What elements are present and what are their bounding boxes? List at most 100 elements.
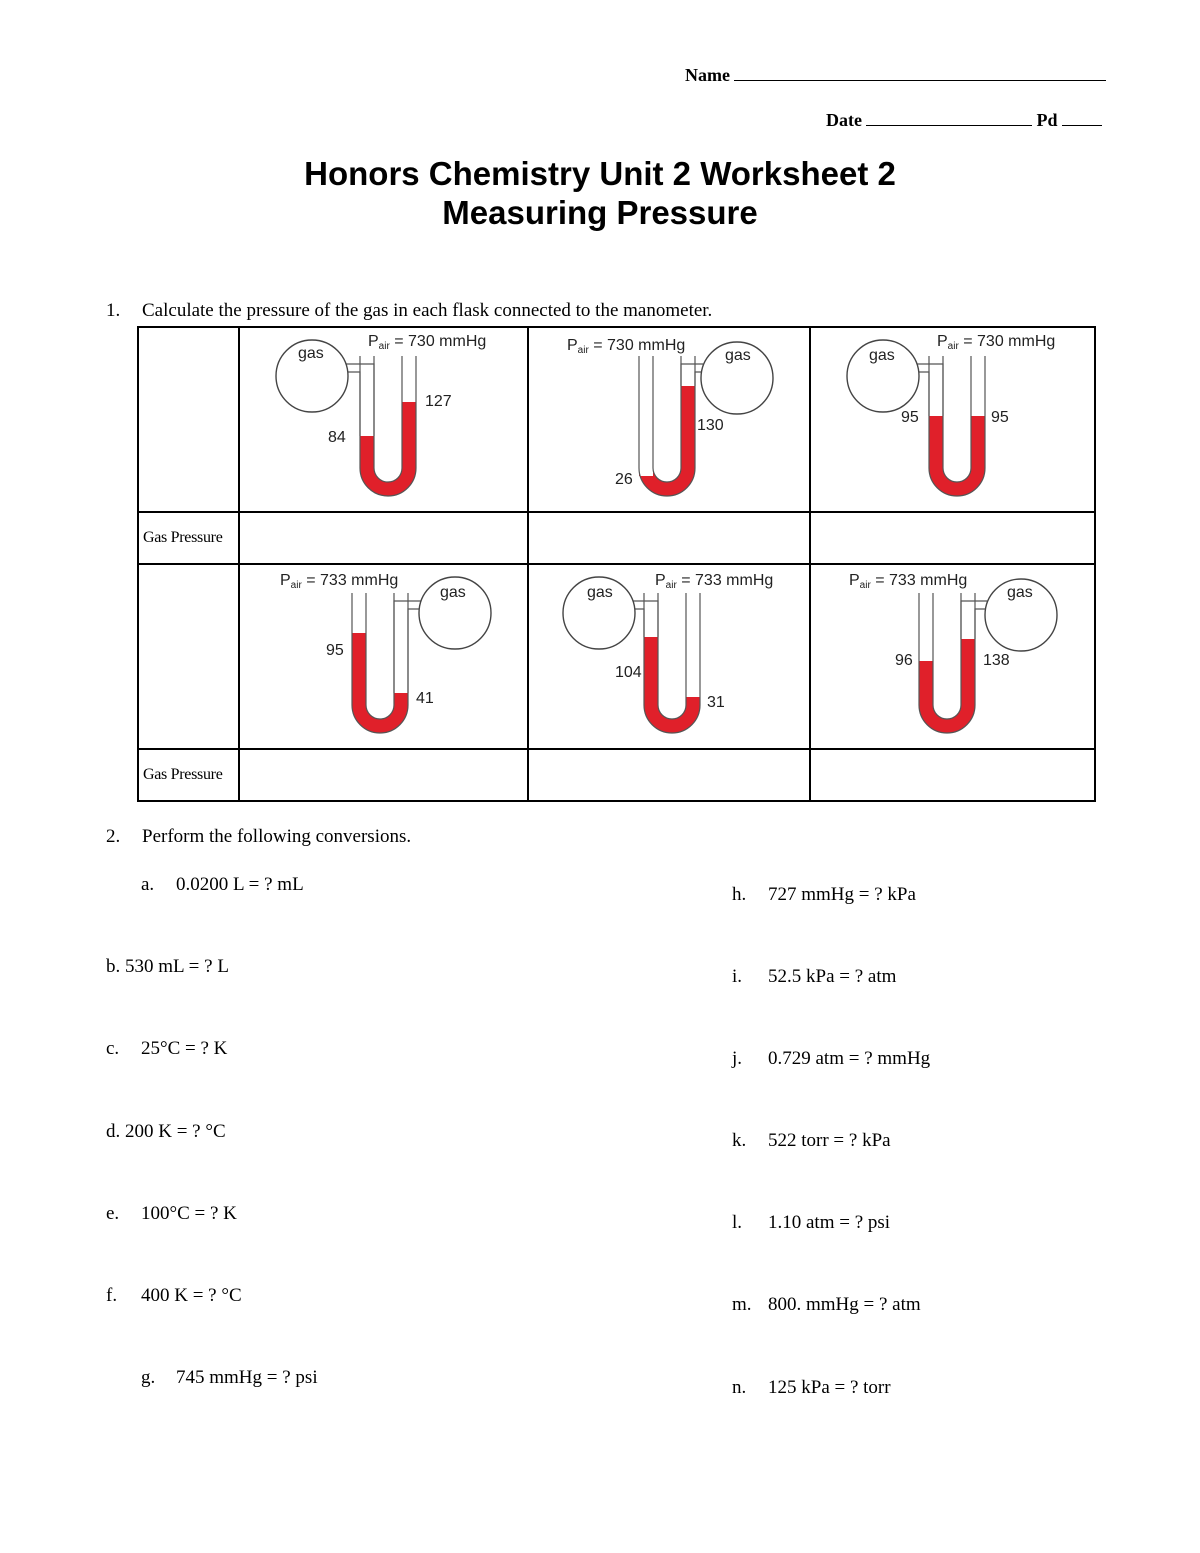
manometer-cell-3: gas Pair = 730 mmHg 95 95 xyxy=(809,326,1096,513)
gas-flask xyxy=(984,578,1058,652)
gas-flask xyxy=(418,576,492,650)
gas-flask xyxy=(700,341,774,415)
answer-cell-6[interactable] xyxy=(809,748,1096,802)
conversion-letter: l. xyxy=(732,1212,743,1233)
conversion-letter: i. xyxy=(732,966,743,987)
row-1-label-cell xyxy=(137,326,240,513)
flask-connector xyxy=(633,600,659,637)
date-label: Date xyxy=(826,110,862,130)
question-2-number: 2. xyxy=(106,826,121,847)
name-label: Name xyxy=(685,65,730,85)
gas-flask xyxy=(562,576,636,650)
conversion-letter: m. xyxy=(732,1294,752,1315)
conversion-letter: e. xyxy=(106,1203,120,1224)
question-1-number: 1. xyxy=(106,300,121,321)
air-pressure-label: Pair = 730 mmHg xyxy=(937,333,1055,352)
gas-label: gas xyxy=(440,584,466,601)
conversion-letter: b. xyxy=(106,956,121,977)
answer-cell-3[interactable] xyxy=(809,511,1096,565)
gas-label: gas xyxy=(869,347,895,364)
conversion-d: d. 200 K = ? °C xyxy=(106,1121,226,1143)
conversion-e: e. 100°C = ? K xyxy=(106,1203,237,1225)
conversion-letter: g. xyxy=(141,1367,156,1388)
conversion-text: 1.10 atm = ? psi xyxy=(768,1212,891,1233)
conversion-g: g.745 mmHg = ? psi xyxy=(141,1367,318,1389)
right-height-label: 127 xyxy=(425,393,452,410)
right-height-label: 41 xyxy=(416,690,434,707)
answer-cell-5[interactable] xyxy=(527,748,811,802)
conversion-a: a.0.0200 L = ? mL xyxy=(141,874,304,896)
conversion-h: h.727 mmHg = ? kPa xyxy=(732,884,916,906)
air-pressure-label: Pair = 730 mmHg xyxy=(368,333,486,352)
gas-label: gas xyxy=(725,347,751,364)
conversion-letter: n. xyxy=(732,1377,747,1398)
conversion-i: i. 52.5 kPa = ? atm xyxy=(732,966,896,988)
gas-pressure-label-2: Gas Pressure xyxy=(137,748,240,802)
flask-connector xyxy=(680,363,703,386)
conversion-letter: d. xyxy=(106,1121,121,1142)
left-height-label: 26 xyxy=(615,471,633,488)
u-tube xyxy=(928,356,986,497)
conversion-text: 522 torr = ? kPa xyxy=(768,1130,891,1151)
air-pressure-label: Pair = 733 mmHg xyxy=(655,572,773,591)
flask-connector xyxy=(917,363,944,416)
gas-label: gas xyxy=(587,584,613,601)
conversion-k: k. 522 torr = ? kPa xyxy=(732,1130,891,1152)
date-blank[interactable] xyxy=(865,108,1032,126)
question-2-text: Perform the following conversions. xyxy=(142,826,412,847)
mercury-column xyxy=(639,386,695,496)
flask-connector xyxy=(393,600,421,693)
conversion-letter: h. xyxy=(732,884,747,905)
right-height-label: 95 xyxy=(991,409,1009,426)
flask-connector xyxy=(346,363,375,436)
conversion-text: 100°C = ? K xyxy=(141,1203,237,1224)
conversion-text: 125 kPa = ? torr xyxy=(768,1377,891,1398)
gas-flask xyxy=(275,339,349,413)
left-height-label: 96 xyxy=(895,652,913,669)
gas-label: gas xyxy=(1007,584,1033,601)
left-height-label: 95 xyxy=(901,409,919,426)
name-line: Name xyxy=(685,63,1106,86)
conversion-b: b. 530 mL = ? L xyxy=(106,956,229,978)
left-height-label: 104 xyxy=(615,664,642,681)
right-height-label: 130 xyxy=(697,417,724,434)
name-blank[interactable] xyxy=(733,63,1106,81)
conversion-text: 800. mmHg = ? atm xyxy=(768,1294,921,1315)
answer-cell-4[interactable] xyxy=(238,748,529,802)
flask-connector xyxy=(960,600,987,639)
u-tube xyxy=(918,593,976,734)
manometer-cell-4: gas Pair = 733 mmHg 95 41 xyxy=(238,563,529,750)
right-height-label: 31 xyxy=(707,694,725,711)
gas-label: gas xyxy=(298,345,324,362)
u-tube xyxy=(638,356,696,497)
conversion-l: l. 1.10 atm = ? psi xyxy=(732,1212,890,1234)
page-subtitle: Measuring Pressure xyxy=(442,194,758,231)
answer-cell-2[interactable] xyxy=(527,511,811,565)
u-tube xyxy=(643,593,701,734)
page-title: Honors Chemistry Unit 2 Worksheet 2 xyxy=(304,155,896,192)
gas-flask xyxy=(846,339,920,413)
air-pressure-label: Pair = 730 mmHg xyxy=(567,337,685,356)
conversion-text: 0.729 atm = ? mmHg xyxy=(768,1048,931,1069)
row-2-label-cell xyxy=(137,563,240,750)
u-tube xyxy=(359,356,417,497)
conversion-letter: a. xyxy=(141,874,155,895)
conversion-text: 52.5 kPa = ? atm xyxy=(768,966,897,987)
conversion-m: m. 800. mmHg = ? atm xyxy=(732,1294,921,1316)
mercury-column xyxy=(352,633,408,733)
question-2: 2. Perform the following conversions. xyxy=(106,826,411,848)
conversion-letter: f. xyxy=(106,1285,118,1306)
conversion-letter: k. xyxy=(732,1130,747,1151)
answer-cell-1[interactable] xyxy=(238,511,529,565)
left-height-label: 95 xyxy=(326,642,344,659)
conversion-letter: j. xyxy=(732,1048,743,1069)
air-pressure-label: Pair = 733 mmHg xyxy=(280,572,398,591)
pd-label: Pd xyxy=(1036,110,1058,130)
air-pressure-label: Pair = 733 mmHg xyxy=(849,572,967,591)
conversion-text: 200 K = ? °C xyxy=(125,1121,226,1142)
pd-blank[interactable] xyxy=(1061,108,1102,126)
conversion-f: f.400 K = ? °C xyxy=(106,1285,242,1307)
